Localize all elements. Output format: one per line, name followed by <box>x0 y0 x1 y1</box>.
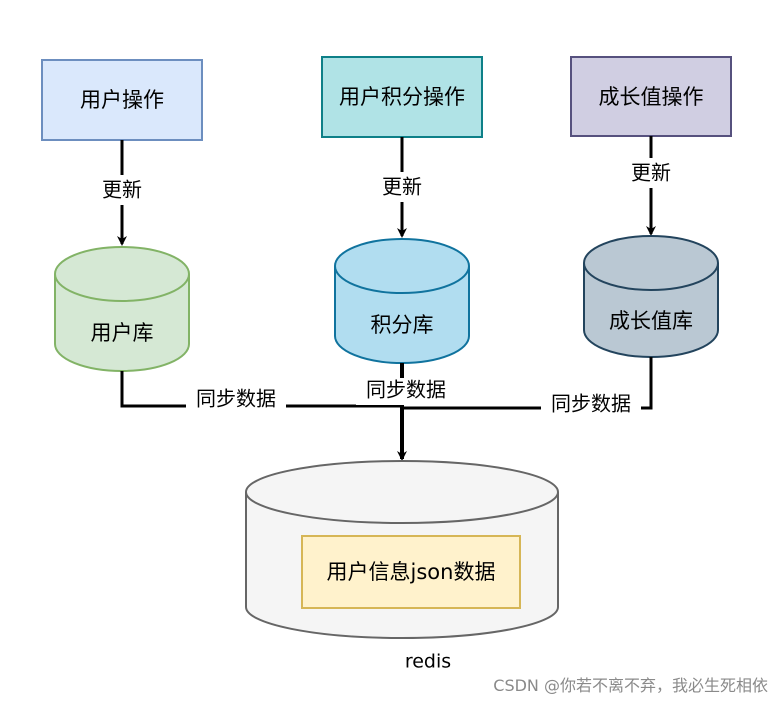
update-edge-points: 更新 <box>382 137 422 238</box>
user-operation-box: 用户操作 <box>41 59 203 141</box>
points-db-label: 积分库 <box>371 313 434 337</box>
user-operation-rect <box>41 59 203 141</box>
user-db-label: 用户库 <box>91 321 154 345</box>
growth-operation-rect <box>570 56 732 137</box>
points-db-rim <box>334 265 470 294</box>
growth-operation-box: 成长值操作 <box>570 56 732 137</box>
growth-db-cylinder: 成长值库 <box>583 235 719 358</box>
user-db-body <box>54 246 190 372</box>
user-json-label: 用户信息json数据 <box>327 560 496 584</box>
user-db-cylinder: 用户库 <box>54 246 190 372</box>
sync-label: 同步数据 <box>196 387 276 411</box>
sync-edge-growth: 同步数据 <box>404 357 653 420</box>
points-db-body <box>334 238 470 364</box>
growth-db-label: 成长值库 <box>609 309 693 333</box>
growth-db-rim <box>583 262 719 291</box>
sync-label: 同步数据 <box>366 378 446 402</box>
update-edge-growth: 更新 <box>631 136 671 236</box>
user-operation-label: 用户操作 <box>80 88 164 112</box>
update-edge-user: 更新 <box>102 140 142 246</box>
sync-label: 同步数据 <box>551 392 631 416</box>
points-operation-rect <box>321 56 483 138</box>
user-db-rim <box>54 273 190 302</box>
redis-cylinder: 用户信息json数据 redis <box>245 460 559 673</box>
growth-db-body <box>583 235 719 358</box>
points-operation-box: 用户积分操作 <box>321 56 483 138</box>
update-label: 更新 <box>382 175 422 199</box>
redis-rim <box>245 491 559 524</box>
growth-operation-label: 成长值操作 <box>599 85 704 109</box>
sync-edge-user: 同步数据 <box>120 371 400 414</box>
points-db-cylinder: 积分库 <box>334 238 470 364</box>
user-json-rect <box>301 535 521 609</box>
update-label: 更新 <box>631 161 671 185</box>
update-label: 更新 <box>102 178 142 202</box>
redis-label: redis <box>405 651 451 673</box>
watermark: CSDN @你若不离不弃，我必生死相依 <box>493 676 768 695</box>
sync-edge-points: 同步数据 <box>356 363 456 461</box>
points-operation-label: 用户积分操作 <box>339 85 465 109</box>
